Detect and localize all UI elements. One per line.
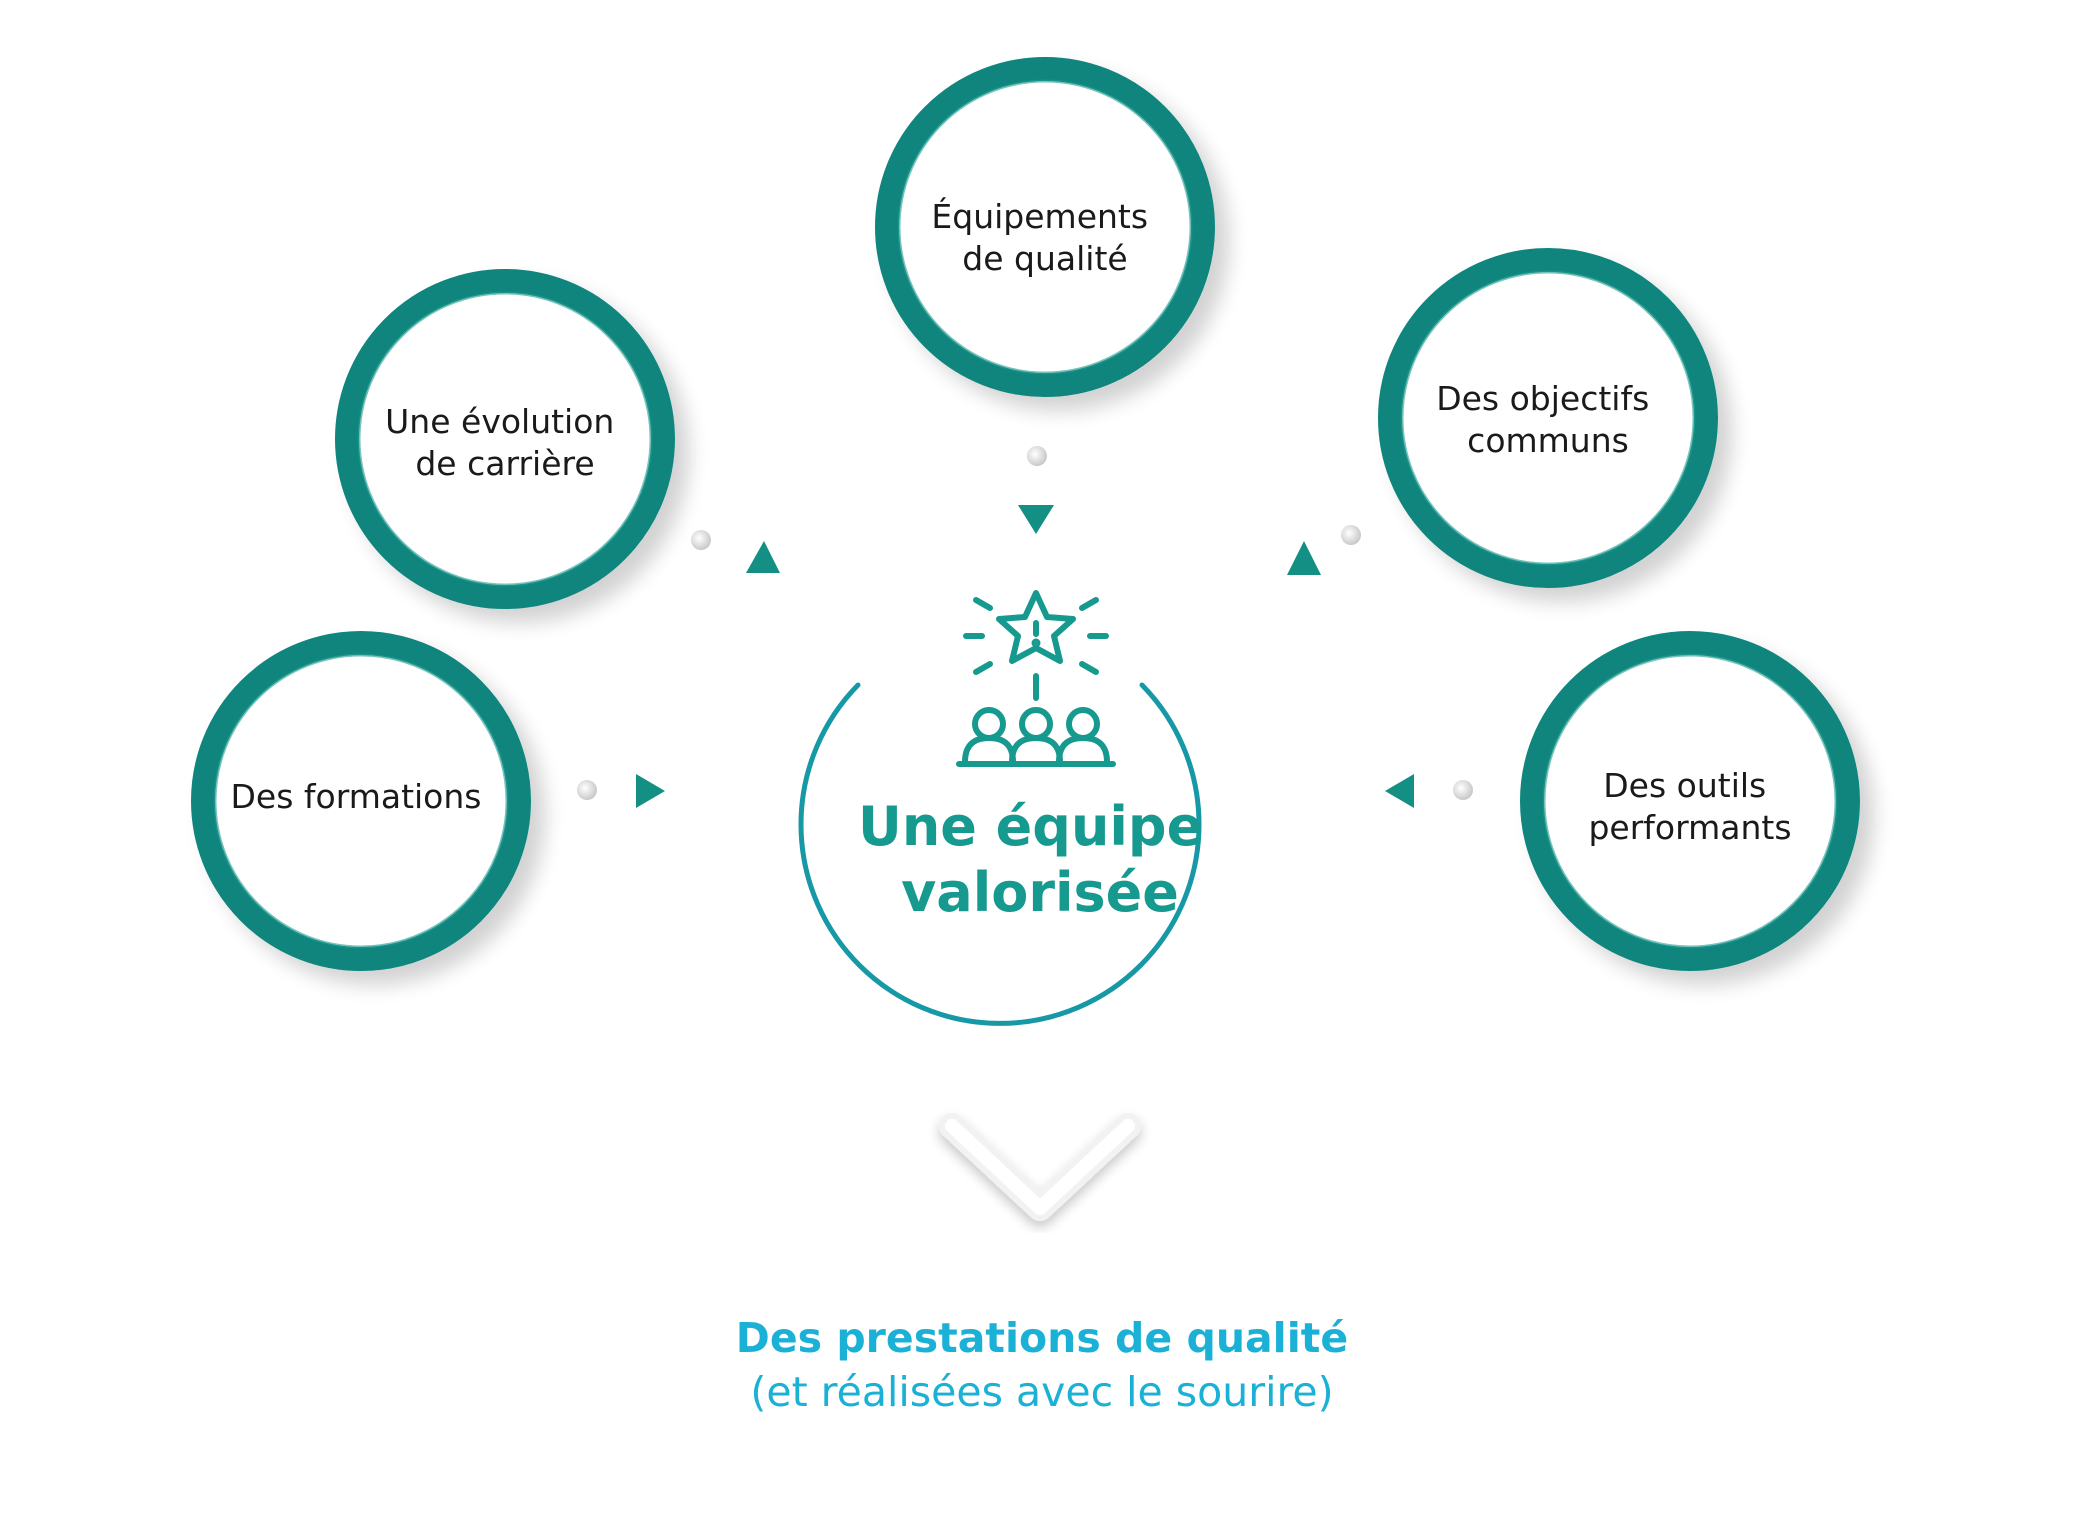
grey-dot-icon <box>577 780 597 800</box>
flow-arrows <box>636 505 1414 808</box>
bubble-outils: Des outils performants <box>1520 631 1860 971</box>
triangle-arrow-icon <box>636 774 665 808</box>
triangle-arrow-icon <box>746 541 780 573</box>
grey-dot-icon <box>691 530 711 550</box>
center-title-line: valorisée <box>901 861 1179 924</box>
bubble-formations: Des formations <box>191 631 531 971</box>
center-title: Une équipe valorisée <box>858 795 1222 924</box>
center-title-line: Une équipe <box>858 795 1203 858</box>
bubble-label-equipements: Équipements de qualité <box>931 196 1158 278</box>
grey-dot-icon <box>1027 446 1047 466</box>
result-title: Des prestations de qualité <box>736 1314 1348 1362</box>
bubble-label-line: Des outils <box>1603 766 1766 805</box>
result-subtitle: (et réalisées avec le sourire) <box>750 1368 1333 1416</box>
bubble-label-line: Des objectifs <box>1436 379 1649 418</box>
triangle-arrow-icon <box>1287 541 1321 575</box>
bubble-label-line: Équipements <box>931 196 1148 236</box>
bubble-label-line: Des formations <box>231 777 482 816</box>
triangle-arrow-icon <box>1385 774 1414 808</box>
center-hub: Une équipe valorisée <box>798 590 1222 1026</box>
bubble-label-line: performants <box>1588 808 1791 847</box>
connector-dots <box>577 446 1473 800</box>
chevron-down-icon <box>939 1113 1141 1221</box>
grey-dot-icon <box>1453 780 1473 800</box>
star-over-people-icon <box>956 590 1116 767</box>
bubble-label-outils: Des outils performants <box>1588 766 1791 847</box>
bubble-label-line: de carrière <box>415 444 594 483</box>
bubble-equipements: Équipements de qualité <box>875 57 1215 397</box>
bubble-label-line: Une évolution <box>385 402 614 441</box>
bubble-label-objectifs: Des objectifs communs <box>1436 379 1660 460</box>
center-ring <box>798 682 1202 1026</box>
bubble-label-line: communs <box>1467 421 1629 460</box>
bubble-label-formations: Des formations <box>231 777 482 816</box>
bubble-objectifs: Des objectifs communs <box>1378 248 1718 588</box>
bubble-evolution: Une évolution de carrière <box>335 269 675 609</box>
bubble-label-line: de qualité <box>962 239 1127 278</box>
grey-dot-icon <box>1341 525 1361 545</box>
bubble-label-evolution: Une évolution de carrière <box>385 402 625 483</box>
result-block: Des prestations de qualité (et réalisées… <box>736 1314 1348 1416</box>
triangle-arrow-icon <box>1018 505 1054 534</box>
